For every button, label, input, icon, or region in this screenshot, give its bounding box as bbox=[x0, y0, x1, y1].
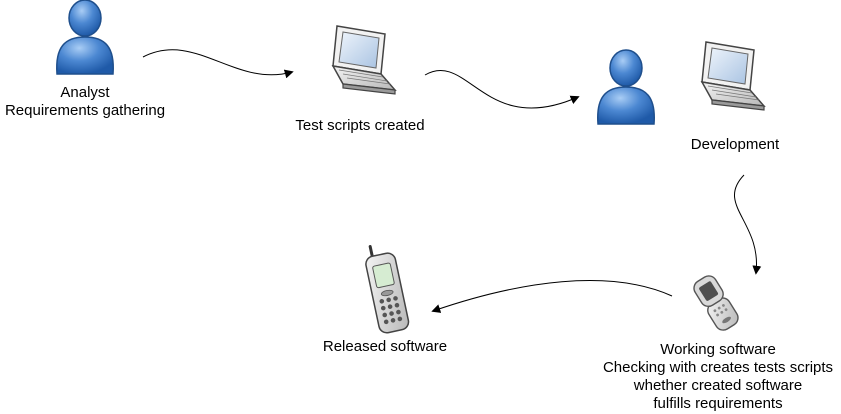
development-title: Development bbox=[690, 136, 780, 153]
edge-development-to-working-software bbox=[733, 174, 762, 275]
released-software-title: Released software bbox=[322, 338, 448, 355]
edge-working-software-to-released-software bbox=[431, 280, 673, 313]
analyst-title: Analyst bbox=[60, 84, 110, 101]
test-scripts-laptop-icon bbox=[332, 25, 396, 95]
icons-layer bbox=[55, 0, 765, 334]
released-software-label: Released software bbox=[305, 338, 465, 356]
working-software-title: Working software bbox=[660, 341, 776, 358]
development-person-icon bbox=[596, 49, 656, 125]
development-label: Development bbox=[665, 136, 805, 154]
working-software-flip-phone-icon bbox=[693, 275, 739, 331]
analyst-subtitle: Requirements gathering bbox=[4, 102, 166, 119]
analyst-person-icon bbox=[55, 0, 115, 75]
edge-analyst-to-test-scripts bbox=[142, 49, 294, 79]
edges-layer bbox=[142, 49, 762, 313]
test-scripts-label: Test scripts created bbox=[270, 117, 450, 135]
analyst-label: Analyst Requirements gathering bbox=[0, 84, 170, 120]
working-software-line-2: Checking with creates tests scripts bbox=[602, 359, 834, 376]
development-laptop-icon bbox=[701, 41, 765, 111]
released-software-mobile-phone-icon bbox=[365, 245, 410, 334]
working-software-line-4: fulfills requirements bbox=[653, 395, 783, 412]
test-scripts-title: Test scripts created bbox=[295, 117, 425, 134]
working-software-label: Working software Checking with creates t… bbox=[588, 341, 841, 413]
working-software-line-3: whether created software bbox=[633, 377, 803, 394]
edge-test-scripts-to-development bbox=[424, 69, 580, 109]
